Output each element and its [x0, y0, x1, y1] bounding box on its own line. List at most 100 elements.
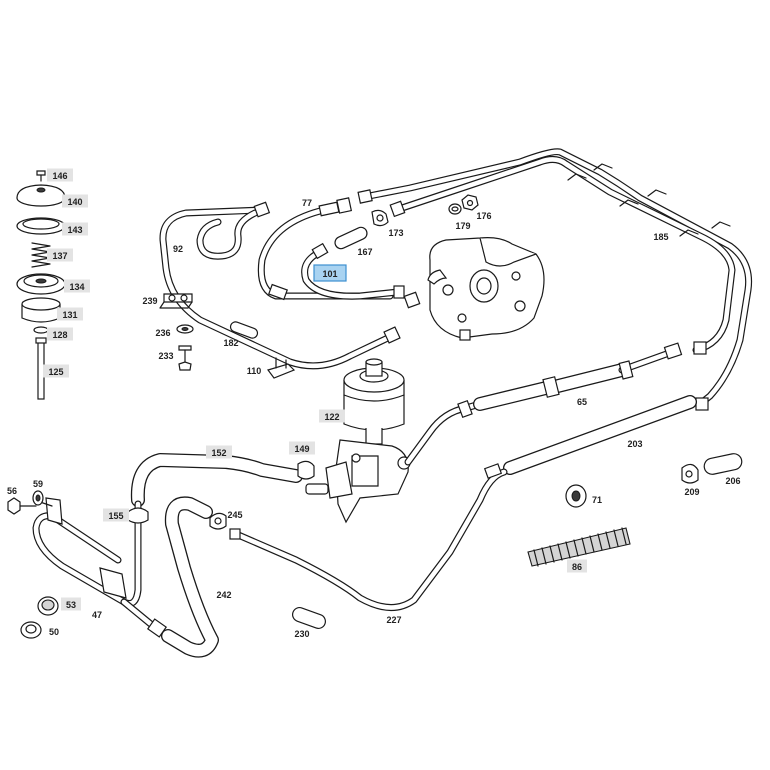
label-140-background: [62, 194, 88, 208]
label-242[interactable]: 242: [216, 590, 231, 600]
label-185[interactable]: 185: [653, 232, 668, 242]
part-155-clamp: [127, 507, 149, 524]
line-65: [404, 342, 683, 466]
part-176-nut: [461, 194, 479, 211]
label-140[interactable]: 140: [62, 194, 88, 208]
label-65-text: 65: [577, 397, 587, 407]
label-50-text: 50: [49, 627, 59, 637]
label-149[interactable]: 149: [289, 441, 315, 455]
label-101[interactable]: 101: [313, 264, 347, 282]
part-167-sleeve: [334, 226, 368, 250]
label-77-text: 77: [302, 198, 312, 208]
label-101-text: 101: [322, 269, 337, 279]
label-131[interactable]: 131: [57, 307, 83, 321]
label-86[interactable]: 86: [567, 559, 587, 573]
label-185-text: 185: [653, 232, 668, 242]
label-53-text: 53: [66, 600, 76, 610]
label-128-background: [47, 327, 73, 341]
part-239-clamp: [159, 293, 193, 309]
label-176[interactable]: 176: [476, 211, 491, 221]
label-173[interactable]: 173: [388, 228, 403, 238]
label-152-text: 152: [211, 448, 226, 458]
part-179-washer: [448, 203, 462, 215]
label-236-text: 236: [155, 328, 170, 338]
label-179[interactable]: 179: [455, 221, 470, 231]
label-128[interactable]: 128: [47, 327, 73, 341]
label-47-text: 47: [92, 610, 102, 620]
part-245-clamp: [209, 512, 227, 530]
label-203[interactable]: 203: [627, 439, 642, 449]
label-134-text: 134: [69, 282, 84, 292]
label-245[interactable]: 245: [227, 510, 242, 520]
part-209-clamp: [681, 463, 699, 484]
label-137[interactable]: 137: [47, 248, 73, 262]
label-53-background: [61, 597, 81, 611]
part-182-sleeve: [229, 321, 259, 339]
part-59-washer: [32, 490, 44, 506]
label-134[interactable]: 134: [64, 279, 90, 293]
label-125-background: [43, 364, 69, 378]
label-233[interactable]: 233: [158, 351, 173, 361]
label-137-background: [47, 248, 73, 262]
label-149-background: [289, 441, 315, 455]
steering-gear: [305, 439, 411, 524]
label-131-text: 131: [62, 310, 77, 320]
label-209-text: 209: [684, 487, 699, 497]
part-56-bolt: [7, 497, 37, 515]
label-146-text: 146: [52, 171, 67, 181]
label-143[interactable]: 143: [62, 222, 88, 236]
callout-labels: 146 140 143 137 134 131 128 125 92 77 101 167 173 179…: [7, 168, 741, 639]
label-122-text: 122: [324, 412, 339, 422]
label-182[interactable]: 182: [223, 338, 238, 348]
label-155-text: 155: [108, 511, 123, 521]
label-155[interactable]: 155: [103, 508, 129, 522]
label-77[interactable]: 77: [302, 198, 312, 208]
label-227-text: 227: [386, 615, 401, 625]
label-50[interactable]: 50: [49, 627, 59, 637]
label-143-text: 143: [67, 225, 82, 235]
label-206[interactable]: 206: [725, 476, 740, 486]
part-110-bracket: [267, 357, 296, 379]
label-56[interactable]: 56: [7, 486, 17, 496]
line-47: [32, 500, 168, 638]
label-101-background: [313, 264, 347, 282]
label-152[interactable]: 152: [206, 445, 232, 459]
label-110[interactable]: 110: [247, 366, 262, 376]
label-47[interactable]: 47: [92, 610, 102, 620]
label-71[interactable]: 71: [592, 495, 602, 505]
part-53-ring: [37, 596, 59, 616]
label-92[interactable]: 92: [173, 244, 183, 254]
label-65[interactable]: 65: [577, 397, 587, 407]
label-122[interactable]: 122: [319, 409, 345, 423]
label-56-text: 56: [7, 486, 17, 496]
label-86-background: [567, 559, 587, 573]
label-53[interactable]: 53: [61, 597, 81, 611]
label-125[interactable]: 125: [43, 364, 69, 378]
part-137-spring: [31, 242, 51, 268]
label-134-background: [64, 279, 90, 293]
label-167[interactable]: 167: [357, 247, 372, 257]
part-230-sleeve: [292, 606, 326, 630]
part-233-screw: [178, 345, 192, 371]
line-227: [229, 463, 508, 611]
label-230[interactable]: 230: [294, 629, 309, 639]
part-86-spiral: [527, 527, 631, 567]
label-131-background: [57, 307, 83, 321]
label-203-text: 203: [627, 439, 642, 449]
hose-242: [161, 496, 219, 658]
label-239[interactable]: 239: [142, 296, 157, 306]
label-110-text: 110: [247, 366, 262, 376]
label-137-text: 137: [52, 251, 67, 261]
label-59[interactable]: 59: [33, 479, 43, 489]
part-131-bush: [21, 297, 61, 323]
label-227[interactable]: 227: [386, 615, 401, 625]
label-236[interactable]: 236: [155, 328, 170, 338]
part-146-screw: [36, 170, 46, 182]
label-140-text: 140: [67, 197, 82, 207]
label-230-text: 230: [294, 629, 309, 639]
label-146[interactable]: 146: [47, 168, 73, 182]
label-209[interactable]: 209: [684, 487, 699, 497]
part-134-seat: [16, 273, 66, 295]
label-179-text: 179: [455, 221, 470, 231]
reservoir-122: [343, 358, 405, 445]
